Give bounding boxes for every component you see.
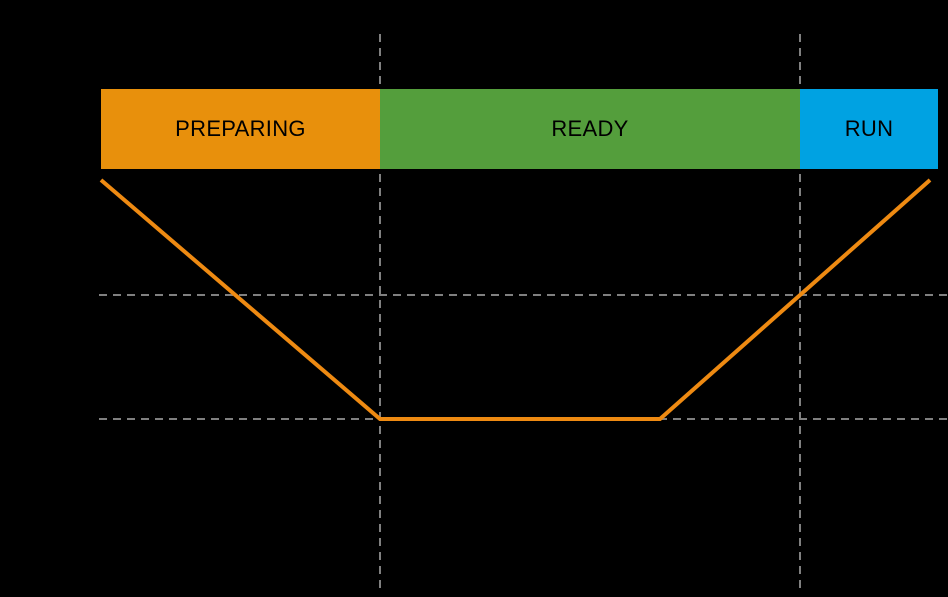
phase-segment-preparing[interactable]: PREPARING [101, 89, 380, 169]
phase-label-run: RUN [844, 116, 894, 141]
phase-label-ready: READY [551, 116, 629, 141]
phase-segment-run[interactable]: RUN [800, 89, 938, 169]
phase-segment-ready[interactable]: READY [380, 89, 800, 169]
phase-bar: PREPARING READY RUN [101, 89, 938, 169]
phase-label-preparing: PREPARING [175, 116, 306, 141]
signal-line [99, 178, 932, 421]
